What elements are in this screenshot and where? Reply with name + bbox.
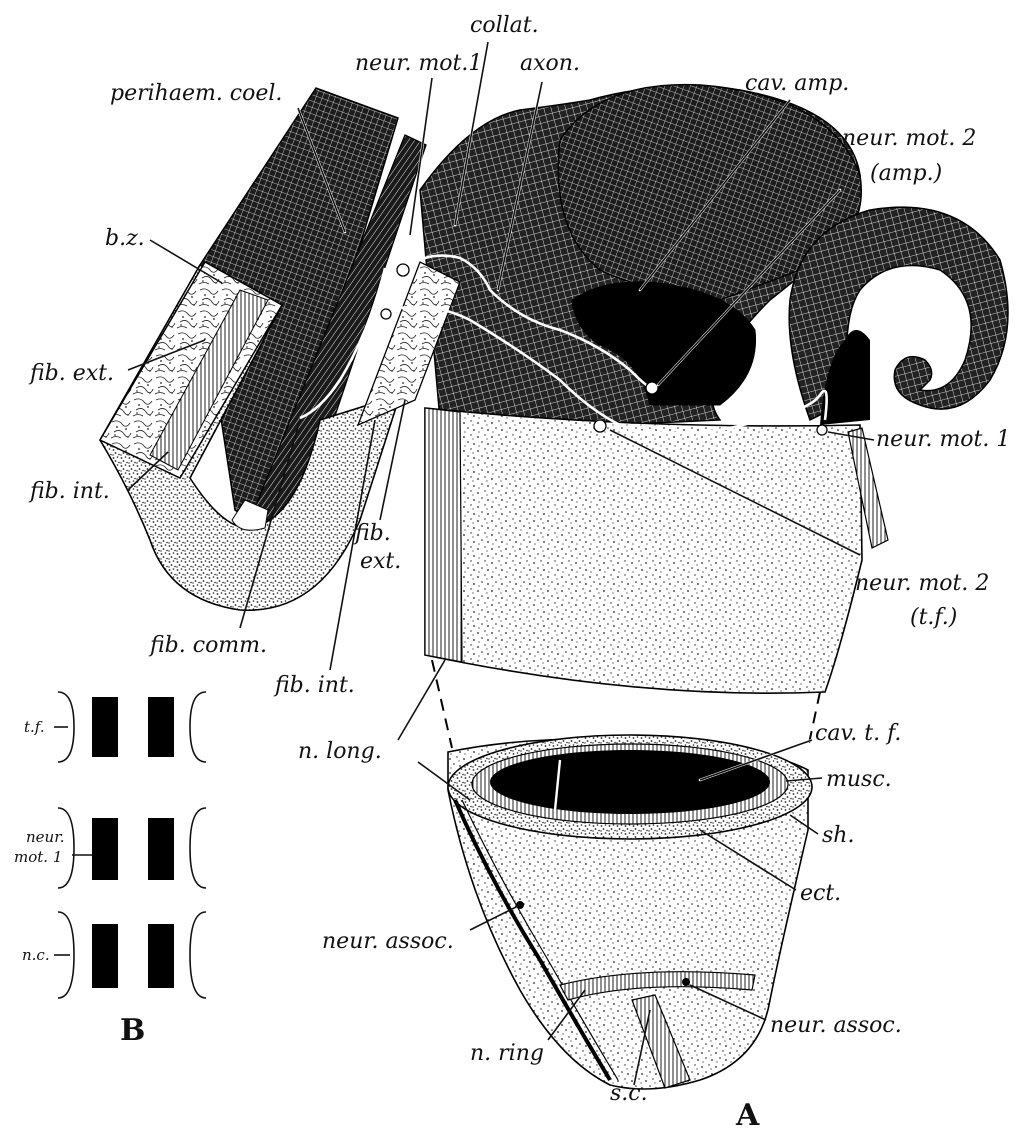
label-fib-ext-center-1: fib. bbox=[353, 521, 391, 546]
bar-right bbox=[148, 697, 174, 757]
label-cav-tf: cav. t. f. bbox=[815, 721, 901, 746]
label-fib-comm: fib. comm. bbox=[148, 633, 267, 658]
bar-left bbox=[92, 697, 118, 757]
panel-b-row-neur-mot: neur. mot. 1 bbox=[14, 808, 206, 888]
label-neur-mot-2-amp-1: neur. mot. 2 bbox=[842, 126, 976, 151]
motor-neuron-1 bbox=[397, 264, 409, 276]
label-fib-int-center: fib. int. bbox=[273, 673, 355, 698]
cone-cavity bbox=[490, 750, 770, 814]
label-cav-amp: cav. amp. bbox=[745, 71, 849, 96]
label-n-long: n. long. bbox=[298, 739, 382, 764]
label-sc: s.c. bbox=[610, 1081, 648, 1106]
panel-b-label-mot1: mot. 1 bbox=[14, 848, 62, 866]
label-n-ring: n. ring bbox=[470, 1041, 544, 1066]
bar-right bbox=[148, 924, 174, 988]
assoc-neuron-left bbox=[516, 901, 524, 909]
panel-b-label-neur: neur. bbox=[26, 828, 65, 846]
label-sh: sh. bbox=[822, 823, 854, 848]
panel-b-letter: B bbox=[120, 1013, 145, 1048]
label-neur-assoc-right: neur. assoc. bbox=[770, 1013, 902, 1038]
label-neur-assoc-left: neur. assoc. bbox=[322, 929, 454, 954]
label-ect: ect. bbox=[800, 881, 841, 906]
lower-cone bbox=[448, 735, 812, 1089]
drum-left-band bbox=[425, 408, 462, 662]
label-neur-mot-1-right: neur. mot. 1 bbox=[876, 427, 1010, 452]
tube-foot-drum bbox=[425, 408, 862, 693]
label-axon: axon. bbox=[520, 51, 580, 76]
motor-neuron-2-amp bbox=[646, 382, 658, 394]
panel-b-row-tf: t.f. bbox=[24, 692, 206, 762]
panel-b-label-nc: n.c. bbox=[22, 946, 50, 964]
panel-b: t.f. neur. mot. 1 n.c. B bbox=[14, 692, 206, 1048]
label-neur-mot-2-tf-1: neur. mot. 2 bbox=[855, 571, 989, 596]
label-fib-ext-left: fib. ext. bbox=[28, 361, 114, 386]
motor-neuron-1-right bbox=[817, 425, 827, 435]
bar-left bbox=[92, 924, 118, 988]
assoc-neuron-right bbox=[682, 978, 690, 986]
label-neur-mot-2-amp-2: (amp.) bbox=[870, 161, 942, 186]
motor-neuron-2-tf bbox=[594, 420, 606, 432]
label-neur-mot-2-tf-2: (t.f.) bbox=[910, 605, 957, 630]
label-fib-ext-center-2: ext. bbox=[360, 549, 401, 574]
panel-b-row-nc: n.c. bbox=[22, 912, 206, 998]
label-perihaem-coel: perihaem. coel. bbox=[110, 81, 282, 106]
motor-neuron-1b bbox=[381, 309, 391, 319]
bar-left bbox=[92, 818, 118, 880]
label-bz: b.z. bbox=[105, 226, 145, 251]
dashed-connector-left bbox=[432, 660, 452, 748]
panel-b-label-tf: t.f. bbox=[24, 718, 45, 736]
tube-foot-curl bbox=[789, 207, 1008, 420]
bar-right bbox=[148, 818, 174, 880]
panel-a-letter: A bbox=[735, 1098, 760, 1132]
label-neur-mot-1-top: neur. mot.1 bbox=[355, 51, 482, 76]
label-fib-int-left: fib. int. bbox=[28, 479, 110, 504]
label-musc: musc. bbox=[826, 767, 892, 792]
label-collat: collat. bbox=[470, 13, 539, 38]
